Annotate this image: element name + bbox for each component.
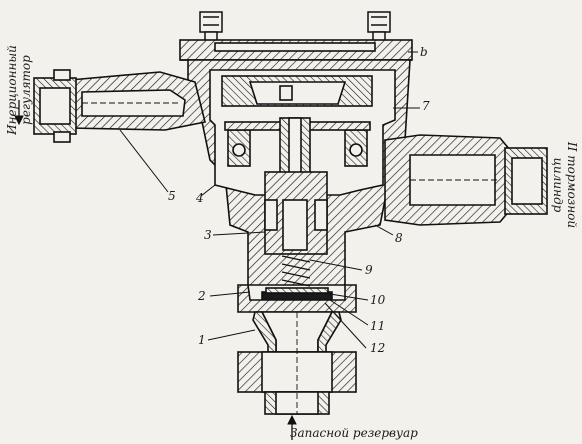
port-label-inertia-regulator: Инерционный регулятор [2, 40, 36, 140]
label-8: 8 [395, 231, 403, 245]
port-label-left-line1: Инерционный [5, 45, 19, 135]
port-label-left-line2: регулятор [19, 55, 33, 125]
port-label-right-line2: цилиндр [551, 157, 565, 213]
label-12: 12 [370, 341, 386, 355]
leader-lines [119, 51, 420, 349]
right-pipe [384, 134, 548, 226]
lower-housing [237, 284, 357, 415]
label-9: 9 [365, 263, 373, 277]
port-label-brake-cylinder: II тормозной цилиндр [550, 125, 580, 245]
label-10: 10 [370, 293, 386, 307]
top-cover [179, 39, 413, 61]
port-label-right-line1: II тормозной [565, 141, 579, 229]
bottom-arrow [287, 414, 297, 440]
left-pipe [33, 69, 206, 143]
left-arrow [14, 100, 24, 126]
label-3: 3 [204, 228, 212, 242]
central-stem [261, 117, 333, 303]
label-1: 1 [198, 333, 206, 347]
top-bolts [199, 11, 391, 43]
port-label-reserve-tank: Запасной резервуар [290, 426, 418, 440]
label-5: 5 [168, 189, 176, 203]
label-4: 4 [196, 191, 204, 205]
label-b: b [420, 45, 428, 59]
label-7: 7 [422, 99, 430, 113]
label-11: 11 [370, 319, 386, 333]
label-2: 2 [198, 289, 206, 303]
